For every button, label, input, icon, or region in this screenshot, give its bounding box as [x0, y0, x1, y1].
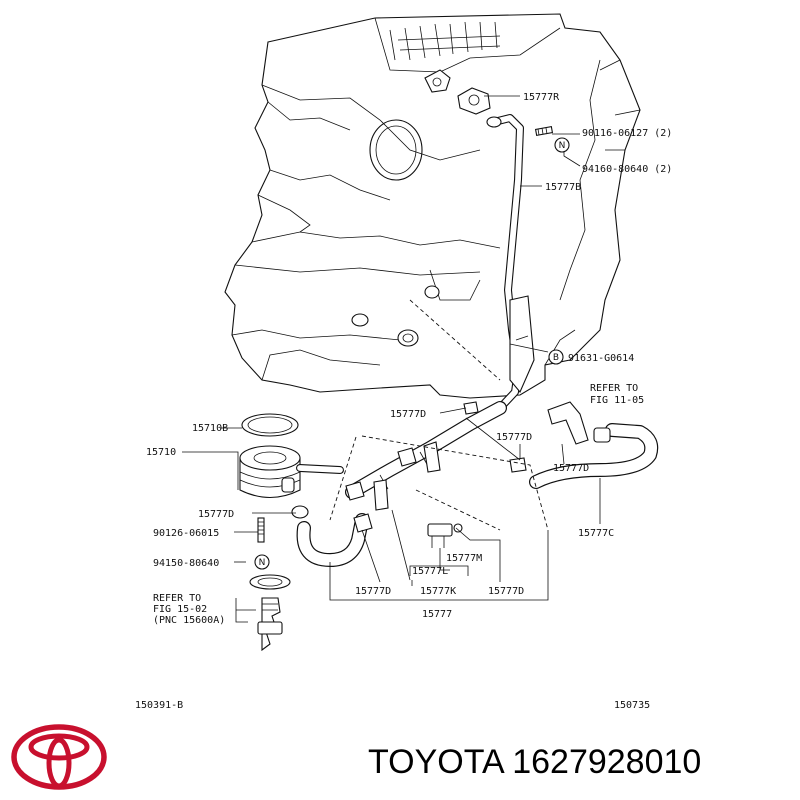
- label-15710: 15710: [146, 447, 176, 458]
- label-brackets: [409, 565, 469, 586]
- hose-clamps: [345, 401, 527, 533]
- toyota-logo: [11, 724, 107, 790]
- bolt-symbol-91631: B: [548, 349, 564, 365]
- label-fig-15-02: FIG 15-02: [153, 604, 207, 615]
- label-refer-to-1: REFER TO: [590, 383, 638, 394]
- label-15777: 15777: [422, 609, 452, 620]
- label-15777c: 15777C: [578, 528, 614, 539]
- gasket-15777r: [457, 87, 491, 115]
- label-91631-g0614: 91631-G0614: [568, 353, 634, 364]
- union-bolt: [249, 574, 291, 652]
- diagram-code-left: 150391-B: [135, 700, 183, 711]
- oil-cooler-15710: [239, 413, 344, 519]
- label-94160-80640: 94160-80640 (2): [582, 164, 672, 175]
- label-15777r: 15777R: [523, 92, 560, 103]
- label-15777l: 15777L: [412, 566, 448, 577]
- label-15777d-e: 15777D: [355, 586, 391, 597]
- bolt-b-symbol: B: [553, 353, 559, 363]
- nut-symbol-94150: N: [254, 554, 270, 570]
- label-fig-11-05: FIG 11-05: [590, 395, 644, 406]
- label-refer-to-2: REFER TO: [153, 593, 201, 604]
- tube-15777b: [486, 114, 535, 412]
- label-15777d-d: 15777D: [198, 509, 234, 520]
- brand-part-number: TOYOTA 1627928010: [368, 743, 701, 781]
- hose-lower-left: [296, 513, 369, 567]
- part-labels: 15777R 90116-06127 (2) 94160-80640 (2) 1…: [135, 92, 672, 711]
- label-pnc-15600a: (PNC 15600A): [153, 615, 225, 626]
- label-90116-06127: 90116-06127 (2): [582, 128, 672, 139]
- hose-15777c: [529, 423, 659, 489]
- label-15777k: 15777K: [420, 586, 456, 597]
- label-15777b: 15777B: [545, 182, 581, 193]
- nut-n-symbol: N: [259, 558, 266, 568]
- nut-n-symbol: N: [559, 141, 566, 151]
- fitting-refer-11-05: [547, 401, 611, 445]
- label-15777d-c: 15777D: [553, 463, 589, 474]
- label-15710b: 15710B: [192, 423, 228, 434]
- label-94150-80640: 94150-80640: [153, 558, 219, 569]
- engine-block-drawing: [224, 13, 641, 399]
- bolt-90116: [534, 126, 554, 136]
- label-90126-06015: 90126-06015: [153, 528, 219, 539]
- stud-90126: [257, 517, 265, 543]
- label-15777m: 15777M: [446, 553, 482, 564]
- label-15777d-a: 15777D: [390, 409, 426, 420]
- dashed-reference-lines: [329, 299, 549, 531]
- fitting-15777m: [427, 523, 463, 548]
- leader-lines: [182, 95, 601, 623]
- diagram-code-right: 150735: [614, 700, 650, 711]
- label-15777d-f: 15777D: [488, 586, 524, 597]
- label-15777d-b: 15777D: [496, 432, 532, 443]
- nut-symbol-94160: N: [554, 137, 570, 153]
